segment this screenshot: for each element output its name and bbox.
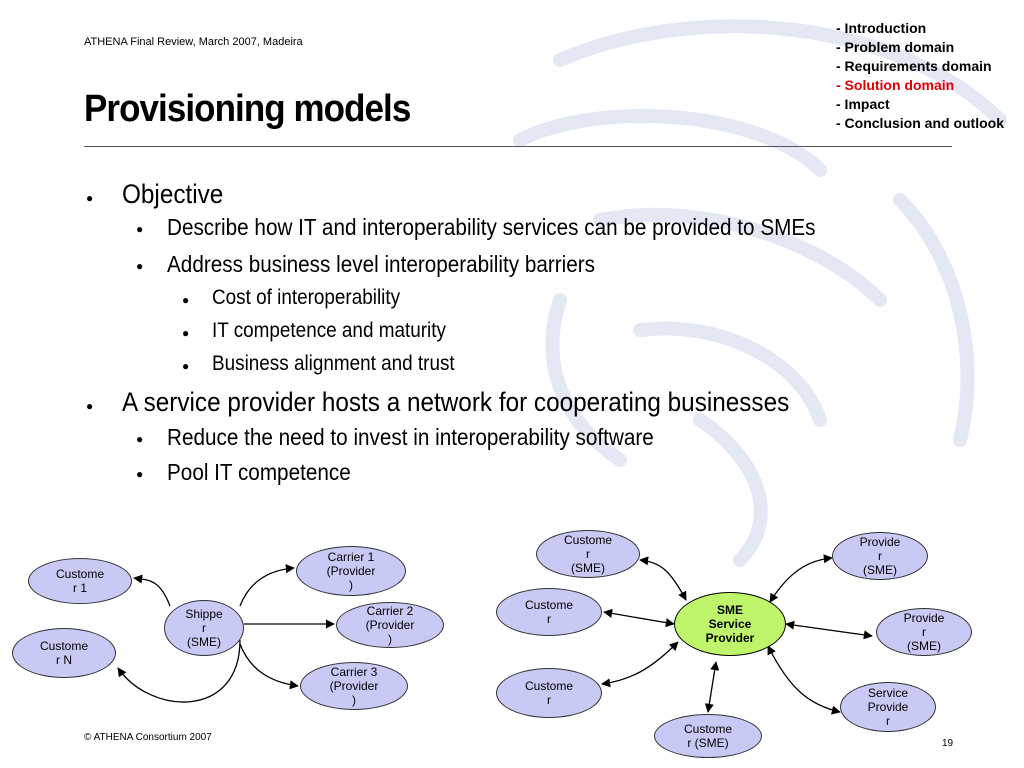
nav-item-problem-domain: - Problem domain [836,39,955,55]
nav-item-solution-domain: - Solution domain [836,77,955,93]
node-customer-b: Custome r [496,668,602,718]
node-customer-a: Custome r [496,588,602,636]
node-provider-sme-top: Provide r (SME) [832,532,928,580]
bullet-provider-1: ● Reduce the need to invest in interoper… [84,424,964,451]
edge-hub-provider-mid [785,620,873,640]
section-nav: - Introduction - Problem domain - Requir… [836,19,1004,133]
bullet-dot-icon: ● [136,259,144,273]
node-carrier-2: Carrier 2 (Provider ) [336,602,444,648]
bullet-dot-icon: ● [136,222,144,236]
bullet-barrier-3: ● Business alignment and trust [84,350,964,378]
node-provider-sme-mid: Provide r (SME) [876,608,972,656]
page-title: Provisioning models [84,88,411,130]
bullet-list: ● Objective ● Describe how IT and intero… [84,172,964,486]
provisioning-diagrams: Custome r 1 Custome r N Shippe r (SME) C… [0,520,1024,758]
edge-shipper-customern [117,639,241,703]
edge-hub-provider-top [769,554,833,603]
edge-shipper-carrier1 [239,564,295,607]
edge-shipper-customer1 [133,574,171,607]
node-service-provider: Service Provide r [840,682,936,732]
node-customer-1: Custome r 1 [28,558,132,604]
edge-hub-customer-bottom [704,661,720,713]
bullet-objective-2: ● Address business level interoperabilit… [84,251,964,278]
footer-copyright: © ATHENA Consortium 2007 [84,732,212,743]
nav-item-impact: - Impact [836,96,890,112]
bullet-dot-icon: ● [182,359,190,373]
bullet-barrier-2: ● IT competence and maturity [84,317,964,345]
bullet-provider-2: ● Pool IT competence [84,459,964,486]
node-customer-sme-bottom: Custome r (SME) [654,714,762,758]
title-divider [84,146,952,147]
node-customer-n: Custome r N [12,628,116,678]
bullet-objective: ● Objective [84,178,964,210]
bullet-objective-1: ● Describe how IT and interoperability s… [84,214,887,241]
edge-shipper-carrier3 [239,643,299,690]
bullet-provider: ● A service provider hosts a network for… [84,386,964,418]
nav-item-conclusion: - Conclusion and outlook [836,115,1004,131]
node-sme-service-provider: SME Service Provider [674,592,786,656]
edge-hub-service-provider [767,645,841,715]
page-number: 19 [942,738,954,749]
edge-hub-customer-top [639,556,687,601]
bullet-dot-icon: ● [136,432,144,446]
bullet-barrier-1: ● Cost of interoperability [84,284,964,312]
node-shipper: Shippe r (SME) [164,600,244,656]
node-carrier-1: Carrier 1 (Provider ) [296,546,406,596]
nav-item-introduction: - Introduction [836,20,927,36]
node-carrier-3: Carrier 3 (Provider ) [300,662,408,710]
nav-item-requirements-domain: - Requirements domain [836,58,992,74]
edge-hub-customer-a [603,608,675,628]
bullet-dot-icon: ● [136,467,144,481]
edge-hub-customer-b [601,641,679,688]
event-header: ATHENA Final Review, March 2007, Madeira [84,36,303,48]
bullet-dot-icon: ● [86,191,94,205]
bullet-dot-icon: ● [86,399,94,413]
bullet-dot-icon: ● [182,326,190,340]
bullet-dot-icon: ● [182,293,190,307]
diagram-connectors [117,554,873,715]
node-customer-sme-top: Custome r (SME) [536,530,640,578]
